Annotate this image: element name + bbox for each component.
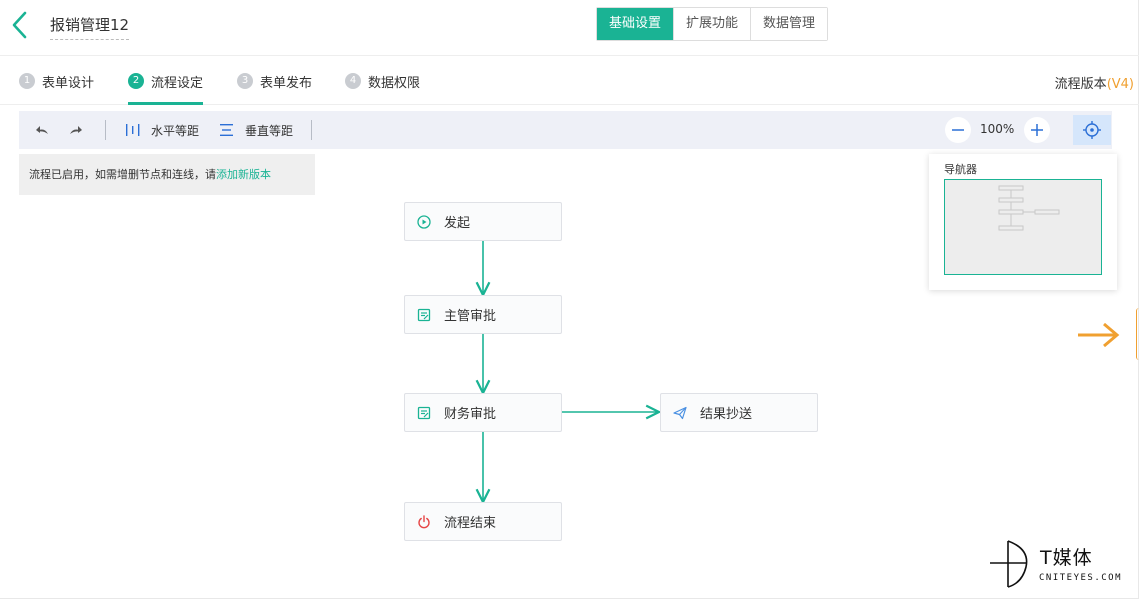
node-label: 发起 <box>444 216 471 231</box>
horizontal-distribute-label: 水平等距 <box>151 123 200 138</box>
chevron-left-icon <box>12 11 27 39</box>
undo-icon <box>36 126 48 134</box>
minimap-flow <box>998 185 1060 231</box>
flow-connectors <box>0 240 1139 599</box>
tab-extensions[interactable]: 扩展功能 <box>673 8 751 40</box>
horizontal-distribute-icon <box>126 124 140 136</box>
step-flow-setting[interactable]: 2 流程设定 <box>128 57 204 105</box>
flow-canvas[interactable]: 发起 主管审批 财务审批 结果抄送 流程结束 <box>0 150 1139 599</box>
tab-data-management[interactable]: 数据管理 <box>750 8 828 40</box>
watermark-brand: T媒体 <box>1040 547 1093 569</box>
step-number: 3 <box>237 73 253 89</box>
step-label: 表单设计 <box>42 75 95 91</box>
locate-button[interactable] <box>1073 115 1111 145</box>
crosshair-icon <box>1083 121 1101 139</box>
step-form-design[interactable]: 1 表单设计 <box>19 57 94 105</box>
step-number: 2 <box>128 73 144 89</box>
header: 报销管理12 基础设置 扩展功能 数据管理 <box>0 0 1139 56</box>
notice-text: 流程已启用，如需增删节点和连线，请 <box>29 168 216 181</box>
side-drawer-tab[interactable] <box>1136 308 1139 360</box>
node-label: 流程结束 <box>444 516 497 531</box>
arrow-right-icon <box>1078 322 1120 348</box>
top-tabs: 基础设置 扩展功能 数据管理 <box>596 7 829 41</box>
flow-node-cc-result[interactable]: 结果抄送 <box>660 393 818 432</box>
minus-icon <box>952 129 964 131</box>
step-number: 4 <box>345 73 361 89</box>
zoom-out-button[interactable] <box>945 117 971 143</box>
approval-form-icon <box>417 308 431 322</box>
watermark-domain: CNITEYES.COM <box>1039 573 1123 583</box>
step-data-permission[interactable]: 4 数据权限 <box>345 57 420 105</box>
redo-button[interactable] <box>69 120 83 140</box>
power-icon <box>417 514 431 529</box>
step-number: 1 <box>19 73 35 89</box>
add-version-link[interactable]: 添加新版本 <box>216 168 271 181</box>
app-title[interactable]: 报销管理12 <box>50 14 130 40</box>
redo-icon <box>70 126 82 134</box>
approval-form-icon <box>417 406 431 420</box>
flow-node-start[interactable]: 发起 <box>404 202 562 241</box>
send-plane-icon <box>673 406 687 420</box>
node-label: 主管审批 <box>444 309 497 324</box>
flow-node-manager-approval[interactable]: 主管审批 <box>404 295 562 334</box>
toolbar-divider <box>311 120 312 140</box>
flow-version-value: (V4) <box>1106 77 1134 92</box>
step-form-publish[interactable]: 3 表单发布 <box>237 57 312 105</box>
horizontal-distribute-button[interactable]: 水平等距 <box>125 120 199 140</box>
plus-icon <box>1031 124 1043 136</box>
vertical-distribute-label: 垂直等距 <box>245 123 294 138</box>
zoom-level: 100% <box>980 122 1015 136</box>
zoom-in-button[interactable] <box>1024 117 1050 143</box>
tmedia-logo <box>990 540 1028 588</box>
flow-enabled-notice: 流程已启用，如需增删节点和连线，请添加新版本 <box>19 154 315 195</box>
step-label: 数据权限 <box>368 75 421 91</box>
flow-version-label: 流程版本 <box>1054 77 1107 92</box>
step-bar: 1 表单设计 2 流程设定 3 表单发布 4 数据权限 流程版本(V4) <box>0 57 1139 105</box>
vertical-distribute-button[interactable]: 垂直等距 <box>219 120 293 140</box>
tab-basic-settings[interactable]: 基础设置 <box>597 8 674 40</box>
canvas-toolbar: 水平等距 垂直等距 100% <box>19 111 1112 149</box>
navigator-minimap[interactable] <box>944 179 1102 275</box>
toolbar-divider <box>105 120 106 140</box>
play-circle-icon <box>417 214 431 229</box>
back-button[interactable] <box>8 10 32 40</box>
navigator-title: 导航器 <box>944 163 977 176</box>
vertical-distribute-icon <box>220 124 233 136</box>
undo-button[interactable] <box>35 120 49 140</box>
flow-version[interactable]: 流程版本(V4) <box>1055 73 1134 92</box>
node-label: 结果抄送 <box>700 407 753 422</box>
flow-node-finance-approval[interactable]: 财务审批 <box>404 393 562 432</box>
step-label: 表单发布 <box>260 75 313 91</box>
node-label: 财务审批 <box>444 407 497 422</box>
expand-panel-button[interactable] <box>1076 320 1122 350</box>
flow-node-end[interactable]: 流程结束 <box>404 502 562 541</box>
navigator-panel: 导航器 <box>929 154 1117 290</box>
step-label: 流程设定 <box>151 75 204 91</box>
watermark: T媒体 CNITEYES.COM <box>986 539 1136 591</box>
